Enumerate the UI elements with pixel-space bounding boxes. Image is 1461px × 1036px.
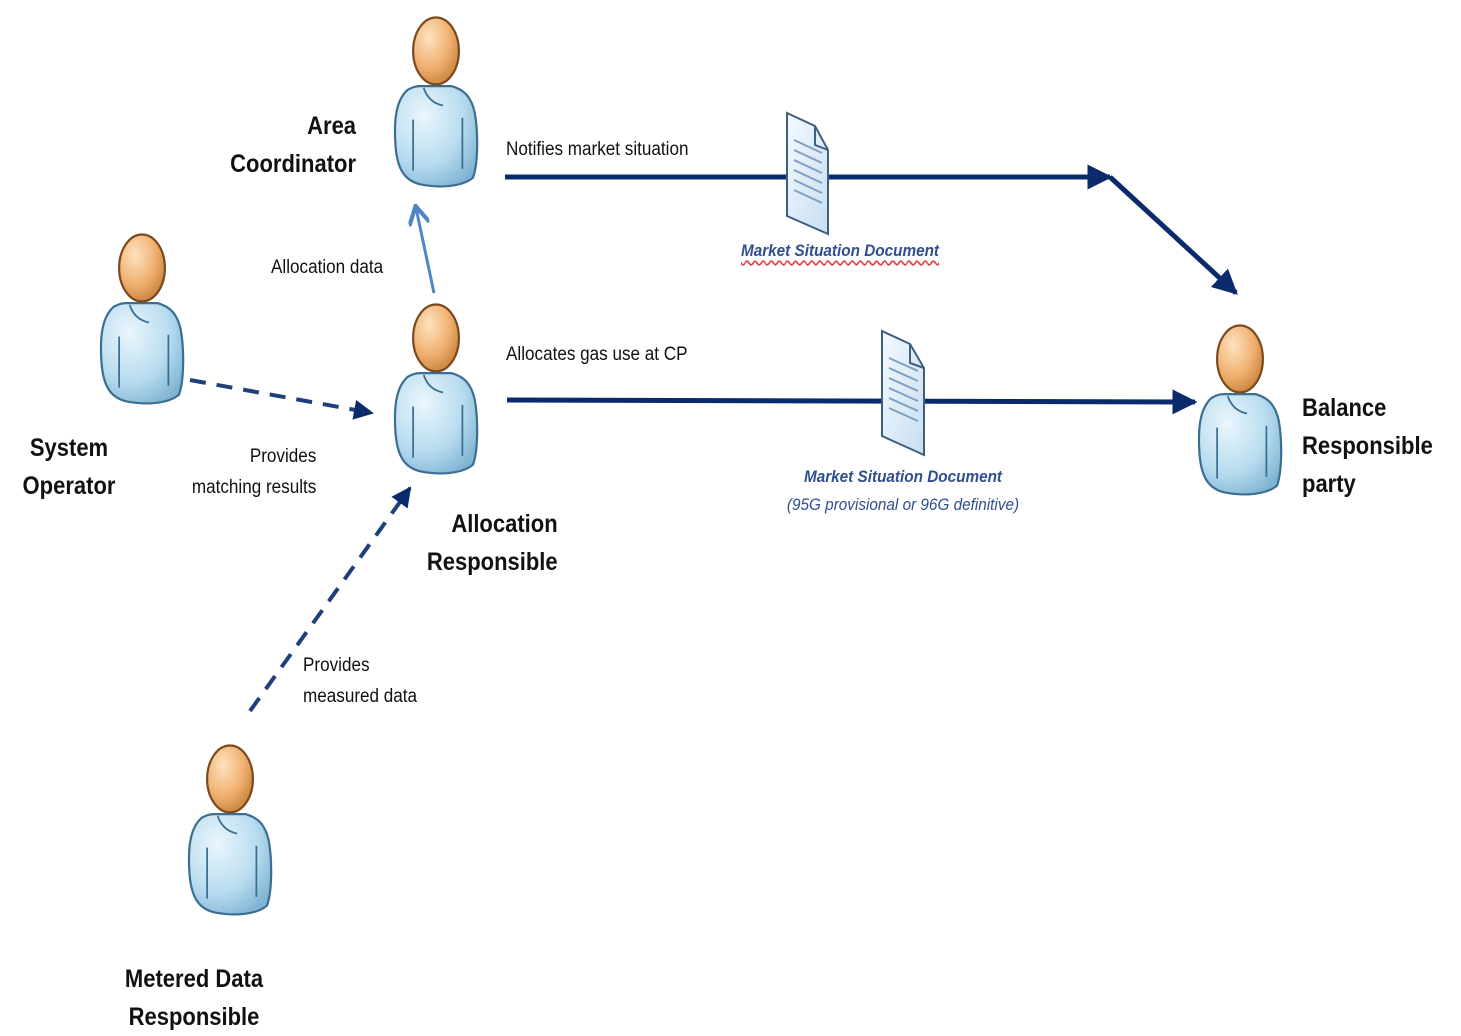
market-situation-document-caption-top: Market Situation Document [740,241,940,260]
balance-responsible-party-label: Balance Responsible party [1302,394,1433,498]
balance-responsible-party-person-icon [1197,324,1283,496]
allocates-gas-use-label: Allocates gas use at CP [506,344,688,365]
measured-data-label: Provides measured data [303,655,418,707]
allocation-responsible-label: Allocation Responsible [427,510,558,576]
area-coordinator-person-icon [393,16,479,188]
notifies-market-situation-label: Notifies market situation [506,139,689,160]
system-operator-person-icon [99,233,185,405]
arrow-measured-data [248,486,412,713]
arrow-matching-results [189,378,374,420]
metered-data-responsible-person-icon [187,744,273,916]
matching-results-label: Provides matching results [191,446,316,498]
allocation-responsible-person-icon [393,303,479,475]
arrow-allocation-data [416,208,436,294]
market-situation-document-caption-bottom: Market Situation Document (95G provision… [786,467,1020,514]
arrow-to-balance-responsible [1108,175,1238,295]
system-operator-label: System Operator [22,434,116,500]
metered-data-responsible-label: Metered Data Responsible [124,965,264,1031]
document-icon-top [786,111,829,236]
allocation-data-label: Allocation data [271,257,384,278]
arrow-allocates-gas-use [506,389,1198,415]
document-icon-bottom [881,329,925,457]
area-coordinator-label: Area Coordinator [230,112,356,178]
